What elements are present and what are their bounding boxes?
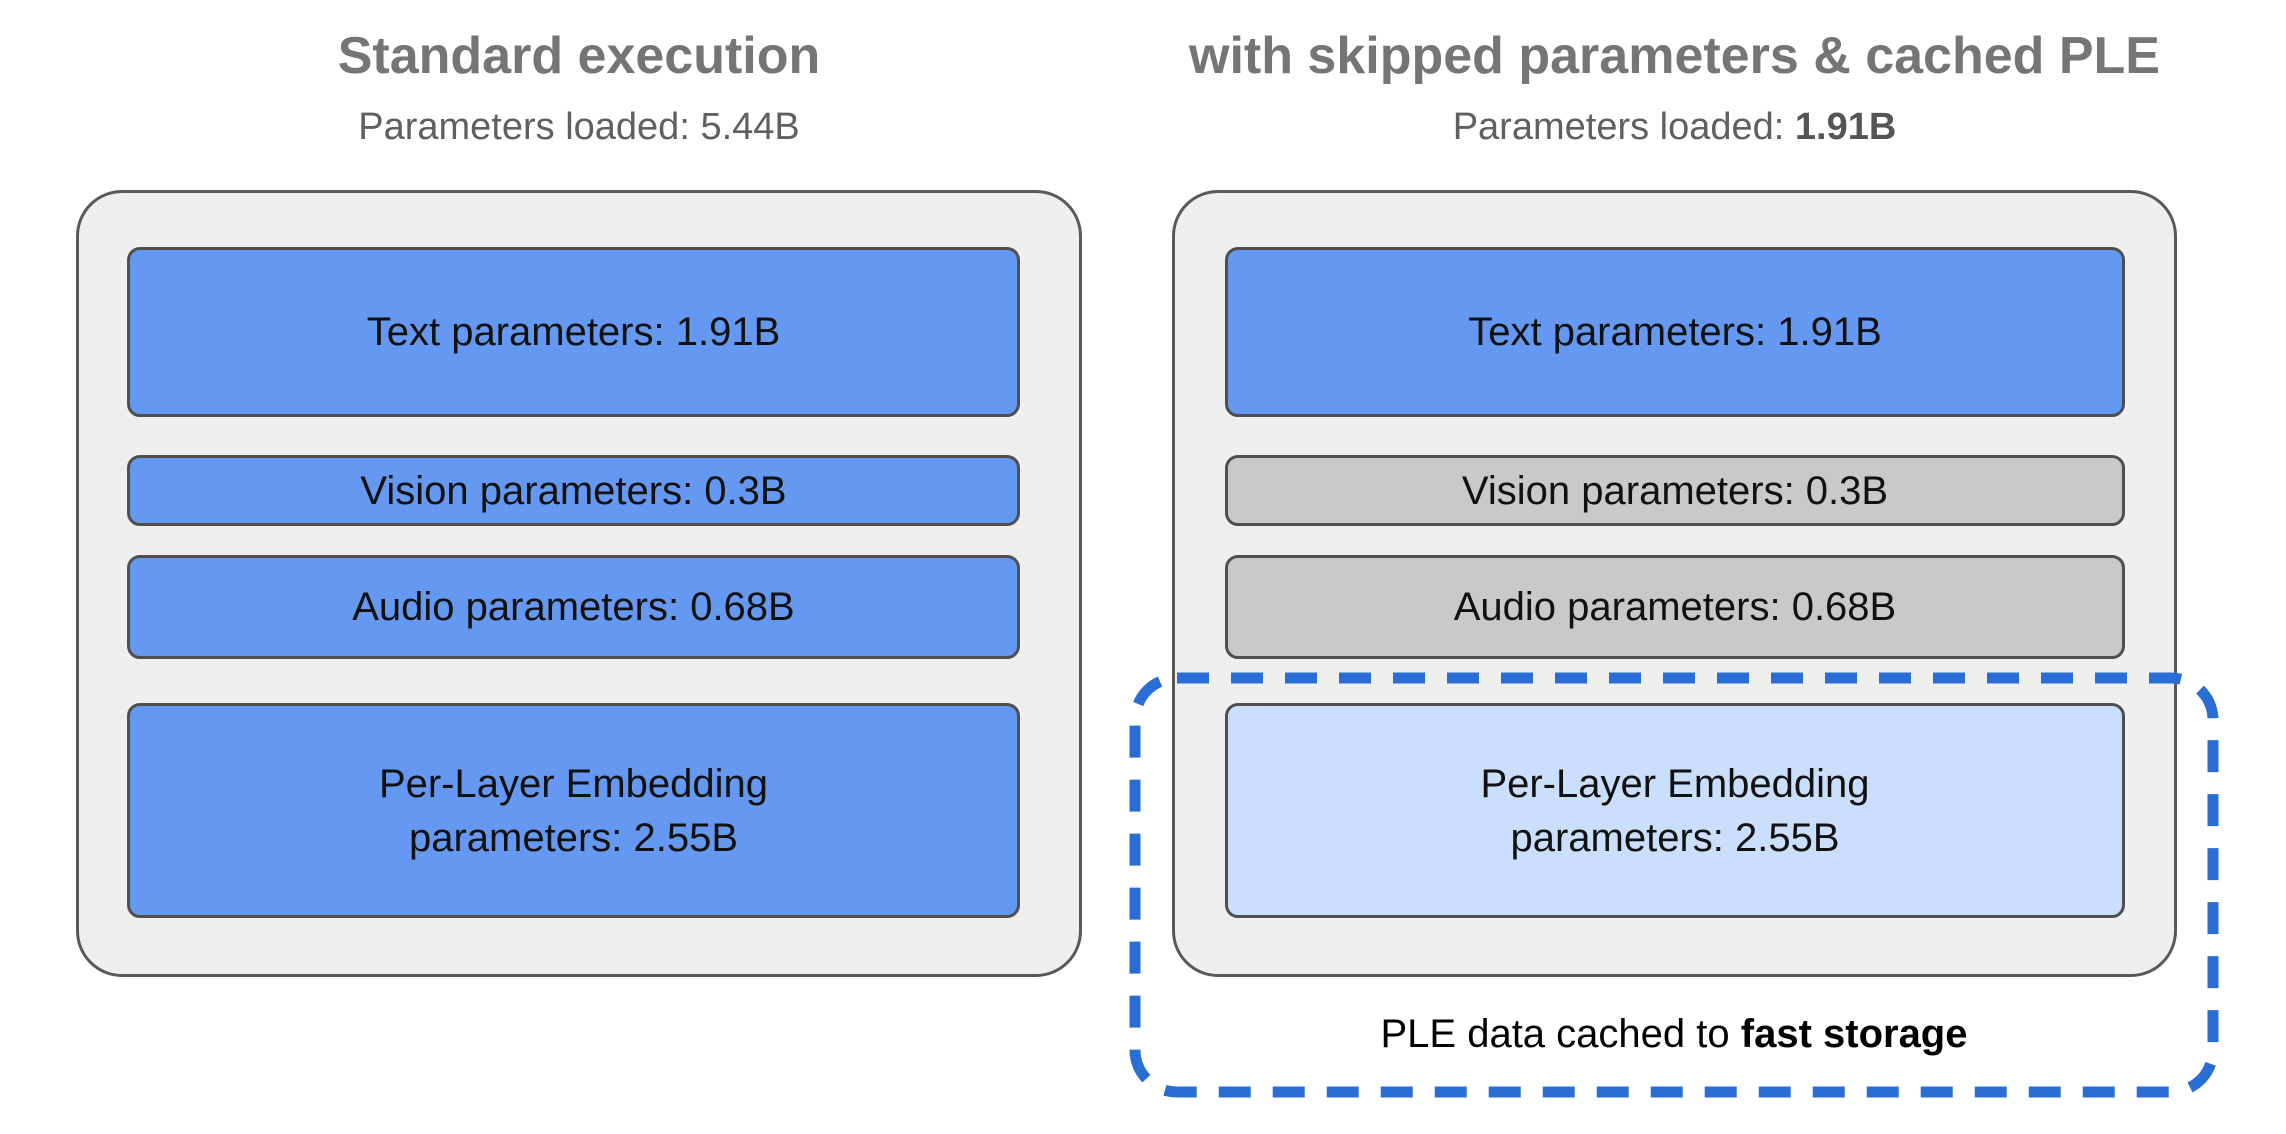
- panel-title-skipped-cached: with skipped parameters & cached PLE: [1189, 27, 2160, 85]
- panel-subtitle-standard: Parameters loaded: 5.44B: [76, 104, 1082, 150]
- caption-bold-text: fast storage: [1740, 1012, 1968, 1056]
- panel-subtitle-skipped-cached: Parameters loaded: 1.91B: [1172, 104, 2177, 150]
- subtitle-value: 1.91B: [1794, 106, 1897, 148]
- box-label-line1: Per-Layer Embedding: [378, 761, 769, 806]
- box-label: Vision parameters: 0.3B: [1461, 468, 1889, 513]
- box-label-line2: parameters: 2.55B: [1510, 815, 1840, 860]
- box-label-line2: parameters: 2.55B: [408, 815, 739, 860]
- subtitle-prefix: Parameters loaded:: [358, 106, 701, 148]
- box-label: Vision parameters: 0.3B: [360, 468, 787, 513]
- box-ple-parameters-standard: Per-Layer Embedding parameters: 2.55B: [127, 703, 1020, 918]
- box-audio-parameters-skipped: Audio parameters: 0.68B: [1225, 555, 2125, 659]
- box-label: Text parameters: 1.91B: [366, 310, 781, 354]
- caption-prefix: PLE data cached to: [1380, 1012, 1741, 1056]
- subtitle-value: 5.44B: [700, 106, 800, 148]
- subtitle-prefix: Parameters loaded:: [1452, 106, 1795, 148]
- box-vision-parameters-standard: Vision parameters: 0.3B: [127, 455, 1020, 526]
- box-ple-parameters-cached: Per-Layer Embedding parameters: 2.55B: [1225, 703, 2125, 918]
- box-text-parameters-loaded: Text parameters: 1.91B: [1225, 247, 2125, 417]
- box-label: Audio parameters: 0.68B: [1453, 585, 1897, 629]
- panel-title-standard: Standard execution: [337, 27, 821, 85]
- box-text-parameters-standard: Text parameters: 1.91B: [127, 247, 1020, 417]
- box-vision-parameters-skipped: Vision parameters: 0.3B: [1225, 455, 2125, 526]
- box-audio-parameters-standard: Audio parameters: 0.68B: [127, 555, 1020, 659]
- box-label-line1: Per-Layer Embedding: [1480, 761, 1870, 806]
- ple-cache-caption: PLE data cached to fast storage: [1135, 1010, 2213, 1058]
- box-label: Text parameters: 1.91B: [1468, 310, 1882, 354]
- box-label: Audio parameters: 0.68B: [352, 585, 795, 629]
